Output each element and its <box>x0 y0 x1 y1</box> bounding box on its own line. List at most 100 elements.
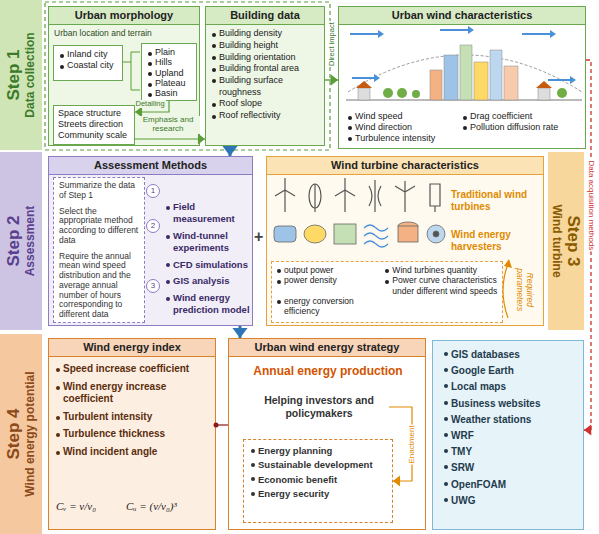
connector <box>222 146 237 156</box>
node-box: Urban wind energy strategyAnnual energy … <box>228 338 426 530</box>
list-item: Google Earth <box>443 363 573 379</box>
list-item: Pollution diffusion rate <box>462 122 579 133</box>
illustration-part <box>474 62 488 100</box>
list-item: Wind direction <box>347 122 456 133</box>
item-list: PlainHillsUplandPlateauBasin <box>142 44 196 102</box>
list-item: UWG <box>443 493 573 509</box>
item-list: GIS databasesGoogle EarthLocal mapsBusin… <box>433 341 583 515</box>
list-item: Plateau <box>147 78 191 88</box>
illustration-part <box>383 88 393 98</box>
list-item: Wind energy increase coefficient <box>55 381 209 406</box>
arrow-head <box>222 146 237 156</box>
illustration-part <box>557 88 567 98</box>
illustration-part <box>504 259 512 268</box>
list-item: SRW <box>443 460 573 476</box>
list-item: Local maps <box>443 379 573 395</box>
illustration-part <box>538 88 550 100</box>
item-list: Inland cityCoastal city <box>54 46 122 75</box>
node-box: Helping investors and policymakers <box>249 391 389 423</box>
list-item: energy conversion efficiency <box>276 296 378 317</box>
item-list: Speed increase coefficientWind energy in… <box>49 357 215 469</box>
list-item: Energy security <box>250 487 386 501</box>
arrow-head <box>331 74 338 85</box>
band-text: Step 3Wind turbine <box>548 152 584 330</box>
step-band: Step 1Data collection <box>0 0 42 150</box>
illustration-part <box>503 264 508 318</box>
formula: Cᵥ = v/v₀ <box>56 500 96 513</box>
step-subtitle: Wind energy potential <box>24 371 37 496</box>
list-item: Turbulence intensity <box>347 133 456 144</box>
list-item: Basin <box>147 88 191 98</box>
illustration-part <box>314 184 315 212</box>
node-box: Assessment MethodsField measurementWind-… <box>48 156 253 326</box>
box-heading: Building data <box>206 7 324 25</box>
illustration-part <box>397 88 407 98</box>
band-text: Step 4Wind energy potential <box>0 334 42 534</box>
item-list: Space structureStreets directionCommunit… <box>54 106 134 142</box>
callout-number: 2 <box>146 219 160 233</box>
list-item: Coastal city <box>59 60 117 71</box>
arrow-head <box>232 328 247 338</box>
item-list: Wind speedWind directionTurbulence inten… <box>347 111 579 143</box>
node-box: PlainHillsUplandPlateauBasin <box>141 43 197 101</box>
illustration-part <box>398 226 418 242</box>
illustration-part <box>536 81 552 88</box>
list-item: OpenFOAM <box>443 477 573 493</box>
inline-label: Annual energy production <box>237 365 419 379</box>
item-list: Helping investors and policymakers <box>249 391 389 422</box>
node-box: Energy planningSustainable developmentEc… <box>243 439 393 523</box>
list-item: GIS databases <box>443 347 573 363</box>
list-item: Sustainable development <box>250 458 386 472</box>
list-item: Wind speed <box>347 111 456 122</box>
list-item: power density <box>276 275 378 296</box>
illustration-part <box>395 181 415 212</box>
edge-label: Detailing <box>135 100 166 108</box>
edge-label: Direct impact <box>327 21 335 67</box>
step-title: Step 4 <box>5 408 24 459</box>
illustration-part <box>304 225 326 243</box>
end-dot <box>214 423 219 428</box>
illustration-part <box>356 81 372 88</box>
illustration-part <box>274 222 445 247</box>
list-item: Helping investors and policymakers <box>254 394 384 419</box>
list-item: Wind incident angle <box>55 446 209 459</box>
step-band: Step 4Wind energy potential <box>0 334 42 534</box>
illustration-part <box>275 178 440 212</box>
callout-number: 1 <box>146 184 160 198</box>
illustration-part <box>490 50 502 100</box>
edge-label: Data acquisition methods <box>587 159 596 251</box>
list-item: Drag coefficient <box>462 111 579 122</box>
arrow-head <box>198 134 205 145</box>
step-band: Step 3Wind turbine <box>548 152 584 330</box>
item-list: Field measurementWind-tunnel experiments… <box>165 201 251 321</box>
illustration-part <box>346 26 582 100</box>
item-list: Summarize the data of Step 1Select the a… <box>54 178 144 329</box>
list-item: output power <box>276 265 378 275</box>
list-item: TMY <box>443 444 573 460</box>
list-item: Streets direction <box>58 119 130 130</box>
illustration-part <box>274 226 296 242</box>
node-box: Space structureStreets directionCommunit… <box>53 105 135 145</box>
illustration-part <box>433 231 439 237</box>
illustration-part <box>275 178 295 212</box>
illustration-part <box>430 184 440 212</box>
arrow-head <box>393 476 400 487</box>
list-item: Select the appropriate method according … <box>59 207 139 246</box>
connector <box>135 134 205 145</box>
step-subtitle: Data collection <box>24 32 37 117</box>
box-heading: Wind turbine characteristics <box>267 157 543 175</box>
note-label: Required parameters <box>514 261 534 319</box>
illustration-part <box>335 178 355 212</box>
list-item: Upland <box>147 68 191 78</box>
connector-line <box>135 138 205 139</box>
step-title: Step 2 <box>5 215 24 266</box>
edge-label: Enactment <box>408 424 417 464</box>
illustration-part <box>358 88 370 100</box>
band-text: Step 1Data collection <box>0 0 42 150</box>
list-item: Community scale <box>58 130 130 141</box>
illustration-part <box>460 45 472 100</box>
illustration-part <box>444 55 458 100</box>
list-item: Economic benefit <box>250 473 386 487</box>
list-item: Power curve characteristics under differ… <box>384 275 500 296</box>
connector <box>135 101 169 117</box>
